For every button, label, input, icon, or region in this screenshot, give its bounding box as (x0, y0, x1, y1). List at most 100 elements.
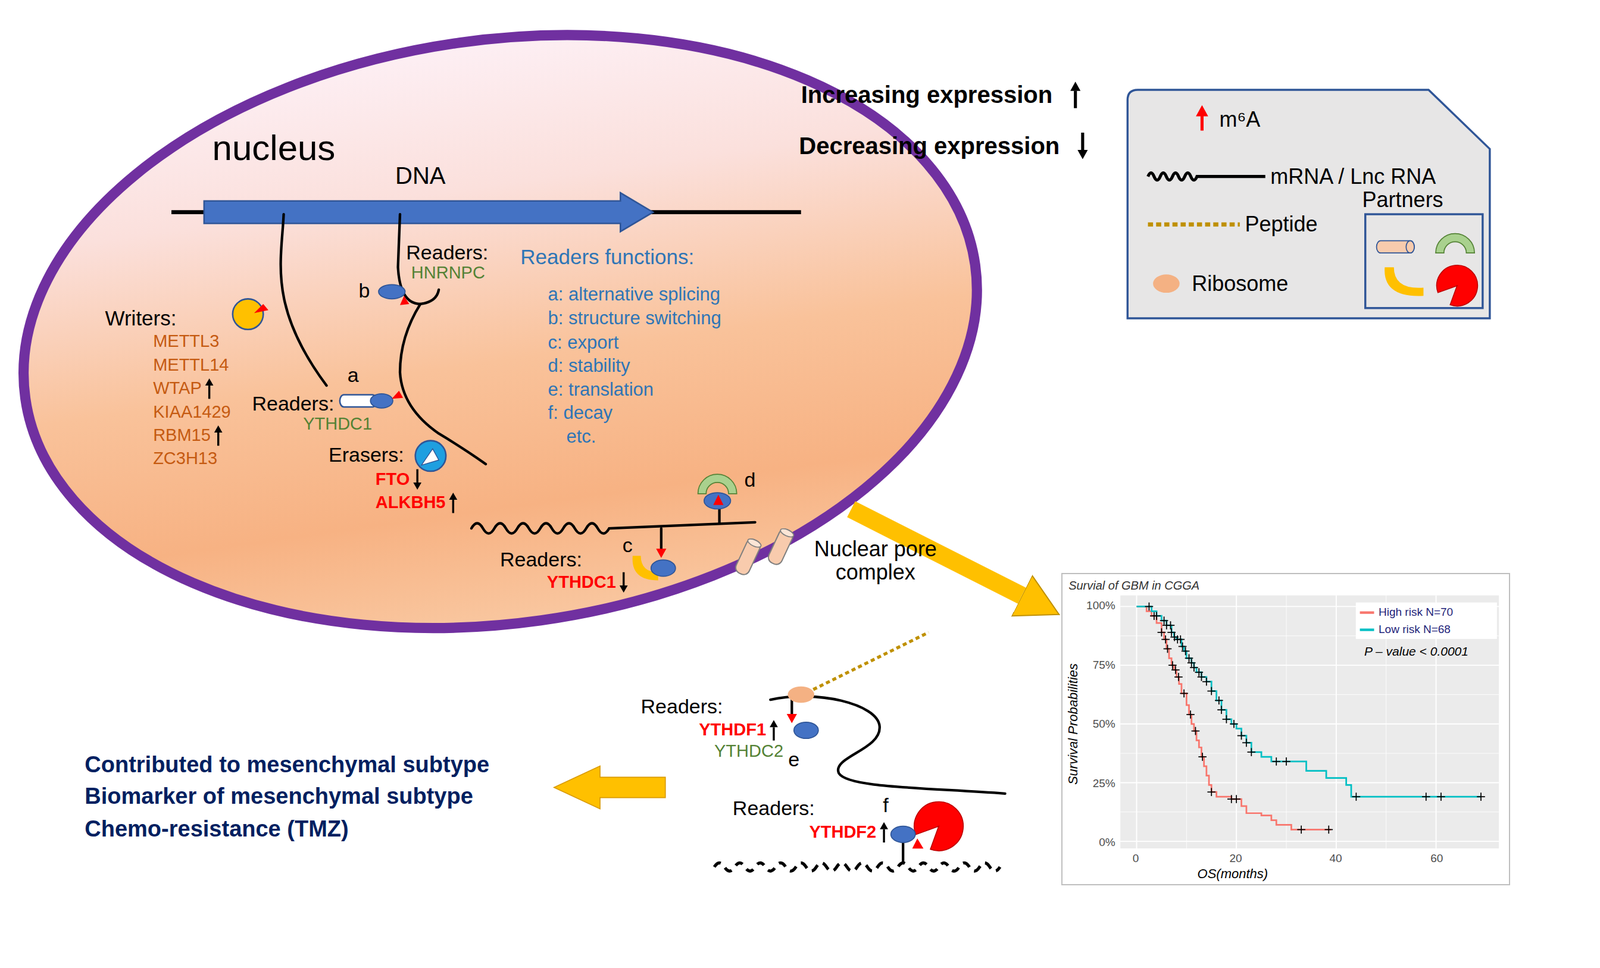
gene-name: METTL3 (152, 332, 220, 352)
censor-mark (1194, 727, 1196, 736)
censor-mark (1198, 669, 1200, 678)
reader-protein (786, 714, 798, 724)
censor-mark (1300, 826, 1302, 835)
axis-tick: 20 (1229, 852, 1242, 866)
writer-heading: Writers: (105, 307, 177, 331)
reader-protein (912, 838, 924, 849)
censor-mark (1172, 661, 1174, 671)
axis-tick: 100% (1086, 600, 1116, 613)
flow-arrow (554, 766, 666, 810)
censor-mark (1275, 758, 1277, 767)
grid-line (1285, 595, 1287, 849)
censor-mark (1225, 715, 1227, 724)
gene-name: METTL14 (152, 355, 229, 375)
legend-label: Increasing expression (801, 81, 1053, 108)
ribosome-peptide (787, 632, 929, 703)
functions-heading: Readers functions: (520, 245, 695, 270)
gene-name: YTHDF1 (698, 720, 767, 740)
censor-mark (1177, 673, 1180, 682)
axis-tick: 40 (1329, 852, 1342, 866)
censor-mark (1160, 628, 1162, 637)
gene-name: YTHDC2 (714, 742, 784, 762)
key-box (1376, 241, 1415, 254)
censor-mark (1201, 753, 1203, 762)
reader-heading: Readers: (641, 695, 724, 718)
gene-name: FTO (375, 470, 410, 490)
key-box (1405, 241, 1415, 254)
grid-line (1120, 694, 1499, 696)
grid-line (1186, 595, 1187, 849)
plot-background (1120, 595, 1499, 849)
eraser-protein (415, 441, 446, 472)
reader-heading: Readers: (405, 241, 489, 264)
expression-arrow (1077, 150, 1088, 159)
function-letter: c (622, 534, 633, 557)
grid-line (1120, 665, 1499, 667)
gene-name: YTHDC1 (302, 414, 373, 434)
censor-mark (1191, 659, 1193, 668)
censor-mark (1235, 795, 1237, 805)
eraser-protein (421, 448, 439, 465)
function-letter: b (358, 279, 371, 302)
key-box (1200, 114, 1204, 131)
grid-line (1120, 782, 1499, 784)
censor-mark (1185, 647, 1187, 656)
expression-arrow (769, 720, 778, 728)
censor-mark (1210, 687, 1212, 696)
eraser-heading: Erasers: (328, 444, 405, 467)
legend-label: Peptide (1244, 212, 1318, 237)
reader-protein (713, 495, 724, 506)
grid-line (1335, 595, 1337, 849)
flow-arrow (554, 766, 666, 810)
key-box (1127, 89, 1490, 319)
survival-plot (1062, 574, 1509, 885)
rna-strand (660, 528, 663, 549)
ribosome-peptide (787, 686, 815, 703)
gene-name: ALKBH5 (375, 493, 446, 513)
expression-arrow (452, 500, 455, 514)
legend-label: High risk N=70 (1378, 605, 1453, 619)
censor-mark (1327, 826, 1330, 835)
writer-protein (232, 298, 264, 330)
survival-plot-panel: Survial of GBM in CGGA (1061, 573, 1511, 886)
conclusion-text: Chemo-resistance (TMZ) (84, 817, 349, 843)
reader-protein (651, 560, 676, 577)
plot-title: Survial of GBM in CGGA (1068, 579, 1200, 593)
censor-mark (1220, 706, 1223, 715)
legend-label: Decreasing expression (798, 132, 1060, 159)
reader-protein (794, 722, 819, 739)
expression-arrow (208, 385, 211, 399)
gene-name: ZC3H13 (152, 449, 218, 469)
censor-mark (1245, 739, 1248, 748)
expression-arrow (1073, 91, 1077, 109)
legend-label: Low risk N=68 (1378, 623, 1451, 636)
censor-mark (1250, 748, 1252, 758)
conclusion-text: Biomarker of mesenchymal subtype (84, 784, 474, 810)
nucleus-title: nucleus (212, 128, 336, 168)
function-letter: d (744, 469, 756, 492)
reader-heading: Readers: (251, 392, 334, 415)
plot-legend-box (1355, 602, 1498, 640)
key-box (1127, 89, 1490, 319)
axis-tick: 75% (1092, 658, 1116, 672)
censor-mark (1164, 635, 1167, 645)
gene-name: HNRNPC (411, 263, 486, 283)
dna-label: DNA (395, 162, 446, 189)
grid-line (1120, 841, 1499, 843)
function-item: a: alternative splicing (548, 284, 721, 305)
legend-swatch (1359, 611, 1374, 615)
censor-mark (1175, 666, 1177, 675)
censor-mark (1179, 635, 1181, 645)
axis-tick: 50% (1092, 718, 1116, 731)
censor-mark (1210, 788, 1212, 798)
reader-heading: Readers: (732, 798, 815, 821)
censor-mark (1285, 758, 1287, 767)
function-item: c: export (548, 332, 620, 353)
censor-mark (1218, 697, 1220, 706)
function-letter: a (347, 364, 359, 387)
legend-label: mRNA / Lnc RNA (1270, 164, 1436, 189)
key-box (1148, 173, 1266, 181)
grid-line (1120, 723, 1499, 725)
censor-mark (1233, 720, 1235, 729)
grid-line (1120, 753, 1499, 755)
